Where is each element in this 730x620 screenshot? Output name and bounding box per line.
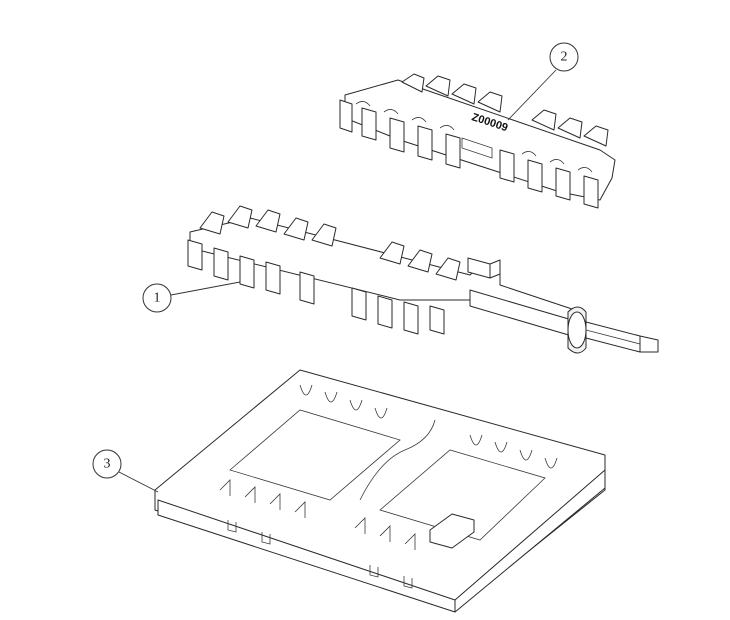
- callout-3: 3: [92, 449, 159, 493]
- callout-3-label: 3: [104, 457, 111, 472]
- callout-2: 2: [507, 42, 579, 121]
- callout-2-label: 2: [561, 50, 568, 65]
- callout-1: 1: [142, 281, 241, 313]
- part-1-comb-key: [187, 205, 659, 354]
- part-2-comb-plate: Z00009: [339, 73, 616, 209]
- callout-1-label: 1: [154, 291, 161, 306]
- part-3-base-frame: [154, 369, 606, 613]
